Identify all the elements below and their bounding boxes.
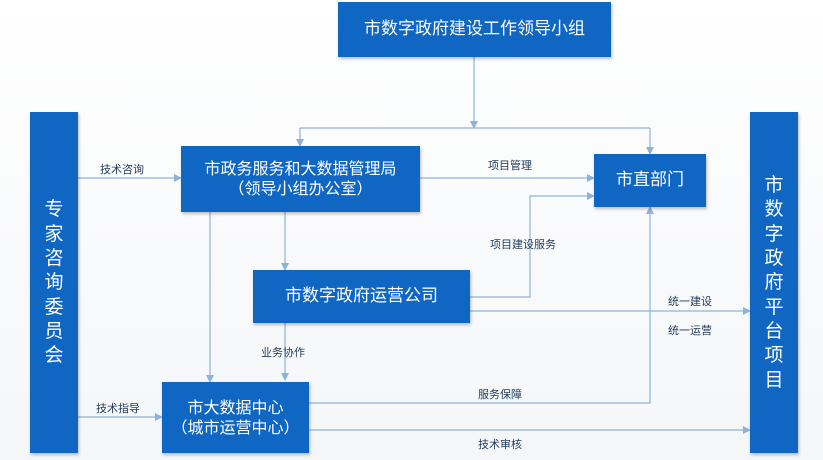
label-service-guarantee: 服务保障 bbox=[478, 388, 522, 401]
node-bureau-line1: 市政务服务和大数据管理局 bbox=[204, 159, 397, 178]
node-operations-company: 市数字政府运营公司 bbox=[253, 270, 470, 323]
node-city-departments: 市直部门 bbox=[594, 154, 706, 207]
label-tech-consulting: 技术咨询 bbox=[100, 163, 144, 176]
node-platform-projects: 市数字政府平台项目 bbox=[750, 112, 798, 453]
node-operations-company-label: 市数字政府运营公司 bbox=[285, 285, 438, 306]
node-data-center-line1: 市大数据中心 bbox=[187, 397, 284, 417]
node-bureau-line2: （领导小组办公室） bbox=[228, 179, 373, 198]
edge-service-guarantee bbox=[309, 206, 654, 404]
label-unified-construction: 统一建设 bbox=[668, 295, 712, 308]
label-unified-operation: 统一运营 bbox=[668, 324, 712, 337]
node-expert-committee: 专家咨询委员会 bbox=[30, 112, 78, 453]
label-tech-guidance: 技术指导 bbox=[96, 402, 140, 415]
label-project-construction-service: 项目建设服务 bbox=[490, 238, 556, 251]
node-big-data-center: 市大数据中心 （城市运营中心） bbox=[162, 382, 309, 453]
node-big-data-bureau: 市政务服务和大数据管理局 （领导小组办公室） bbox=[181, 146, 420, 212]
node-platform-projects-label: 市数字政府平台项目 bbox=[764, 174, 784, 391]
node-leading-group: 市数字政府建设工作领导小组 bbox=[338, 2, 611, 57]
node-data-center-line2: （城市运营中心） bbox=[171, 417, 300, 437]
label-tech-review: 技术审核 bbox=[478, 438, 522, 451]
node-leading-group-label: 市数字政府建设工作领导小组 bbox=[364, 18, 585, 39]
label-business-collaboration: 业务协作 bbox=[261, 346, 305, 359]
label-project-management: 项目管理 bbox=[488, 159, 532, 172]
node-expert-committee-label: 专家咨询委员会 bbox=[44, 198, 64, 367]
edge-project-construction-service bbox=[470, 192, 595, 298]
node-city-departments-label: 市直部门 bbox=[616, 169, 684, 190]
